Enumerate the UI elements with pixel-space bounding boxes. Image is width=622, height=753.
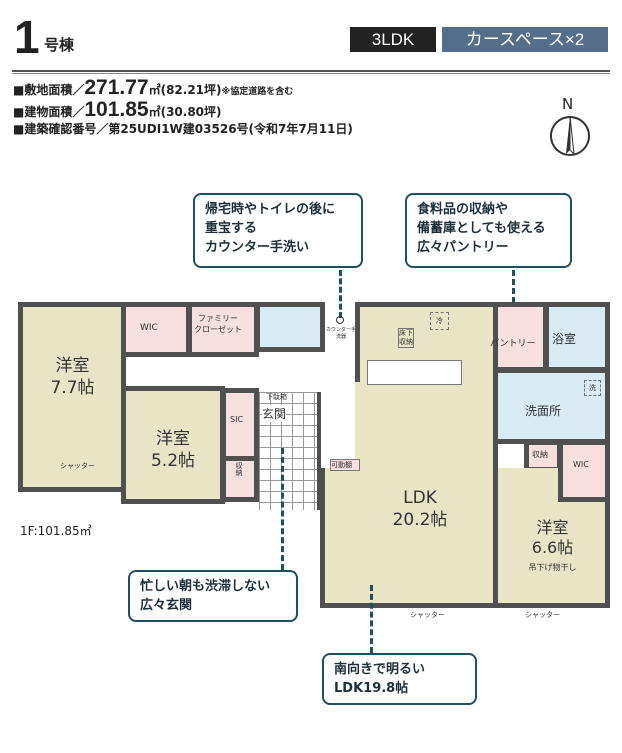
- floor-unit: ㎡(30.80坪): [148, 105, 222, 119]
- entrance-label: 玄関: [262, 405, 287, 422]
- storage-2-label: 収納: [532, 450, 548, 459]
- leader-line: [512, 270, 515, 312]
- wall: [355, 302, 360, 382]
- site-area: 271.77: [84, 76, 149, 99]
- header-rule: [12, 70, 610, 74]
- movable-shelf: [330, 459, 360, 471]
- wic-1-label: WIC: [140, 323, 158, 333]
- counter-label: カウンター手洗器: [326, 327, 357, 340]
- pantry-label: パントリー: [490, 339, 536, 349]
- site-area-line: ■敷地面積／271.77㎡(82.21坪)※協定道路を含む: [13, 76, 293, 100]
- family-closet-label: ファミリークローゼット: [194, 314, 242, 334]
- room-storage-1: [221, 456, 259, 502]
- callout-handwash: 帰宅時やトイレの後に重宝するカウンター手洗い: [193, 193, 363, 268]
- callout-pantry: 食料品の収納や備蓄庫としても使える広々パントリー: [405, 193, 572, 268]
- washroom-label: 洗面所: [525, 404, 562, 418]
- room-wic-1: [121, 302, 191, 357]
- building-suffix: 号棟: [44, 36, 75, 54]
- compass-label: N: [562, 95, 574, 113]
- building-number: 1: [14, 11, 40, 63]
- shelf-label: 可動棚: [331, 461, 352, 469]
- site-note: ※協定道路を含む: [221, 87, 294, 97]
- shutter-label: シャッター: [60, 462, 95, 470]
- sic-label: SIC: [230, 415, 244, 424]
- layout-badge: 3LDK: [350, 27, 436, 52]
- room-ldk: [355, 302, 498, 608]
- site-label: ■敷地面積／: [13, 83, 85, 97]
- parking-badge: カースペース×2: [442, 27, 608, 52]
- leader-line: [339, 270, 342, 318]
- kitchen-counter: [367, 360, 462, 385]
- fridge-label: 冷: [430, 312, 449, 330]
- shutter-label: シャッター: [410, 611, 445, 619]
- leader-line: [281, 448, 284, 570]
- floor-area-line: ■建物面積／101.85㎡(30.80坪): [13, 98, 222, 122]
- room-wic-2-overlay: [558, 440, 610, 502]
- bath-label: 浴室: [552, 332, 577, 346]
- underfloor-label: 床下収納: [398, 328, 414, 348]
- floor-label: ■建物面積／: [13, 105, 85, 119]
- callout-entrance: 忙しい朝も渋滞しない広々玄関: [128, 570, 298, 622]
- room-sic: [221, 388, 259, 462]
- shutter-label: シャッター: [525, 611, 560, 619]
- leader-line: [370, 585, 373, 653]
- permit-line: ■建築確認番号／第25UDI1W建03526号(令和7年7月11日): [13, 122, 353, 136]
- washer-label: 洗: [584, 380, 601, 396]
- room-toilet: [255, 302, 325, 352]
- floor-total: 1F:101.85㎡: [20, 524, 92, 538]
- wic-2-label: WIC: [573, 460, 589, 469]
- compass-icon: [550, 115, 590, 156]
- room-ldk-extension: [320, 468, 360, 608]
- handwash-sink-icon: [336, 316, 344, 324]
- storage-1-label: 収納: [235, 462, 243, 476]
- floor-area: 101.85: [84, 98, 149, 121]
- shoebox-label: 下駄箱: [266, 393, 287, 401]
- site-unit: ㎡(82.21坪): [148, 83, 222, 97]
